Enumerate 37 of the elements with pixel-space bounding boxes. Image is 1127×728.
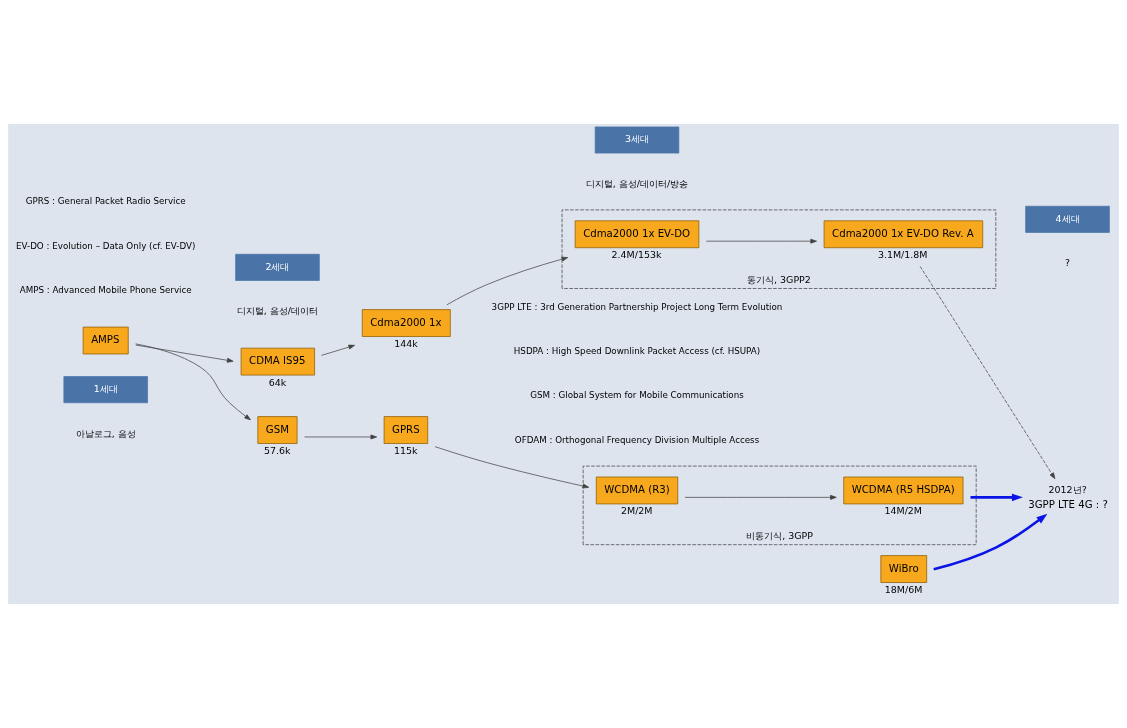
arrow [135,343,251,421]
arrow [446,256,569,306]
arrow [705,238,817,244]
arrow [434,446,590,489]
arrow [135,344,234,363]
node-label: 2.4M/153k [611,249,662,261]
arrow [304,434,378,440]
label: 아날로그, 음성 [75,427,136,439]
label: AMPS : Advanced Mobile Phone Service [19,284,192,295]
label: 2세대 [265,260,290,272]
label: 디지털, 음성/데이터/방송 [585,177,689,189]
label: 4세대 [1055,212,1080,224]
arrow [919,266,1056,480]
label: 3GPP LTE : 3rd Generation Partnership Project Long Term Evolution [491,301,783,312]
label: HSDPA : High Speed Downlink Packet Access (cf. HSUPA) [513,346,761,357]
node-label: 115k [393,445,418,456]
arrow [970,493,1023,502]
node-label: 2M/2M [621,505,653,517]
node-label: 57.6k [264,445,291,456]
node-label: 64k [268,376,287,388]
label: ? [1065,257,1071,269]
arrow [321,344,355,356]
label: GSM : Global System for Mobile Communications [530,390,744,401]
label: EV-DO : Evolution – Data Only (cf. EV-DV) [16,240,196,251]
node-label: 18M/6M [884,584,923,596]
node-text: 3GPP LTE 4G : ? [1028,498,1108,510]
node-label: 14M/2M [884,505,923,517]
label: OFDAM : Orthogonal Frequency Division Multiple Access [514,434,760,445]
arrow [933,513,1048,571]
arrow [684,494,837,500]
node-label: 3.1M/1.8M [877,249,928,261]
label: 디지털, 음성/데이터 [236,305,319,317]
node-label: 144k [394,338,418,350]
label: GPRS : General Packet Radio Service [25,196,186,207]
label: 3세대 [625,133,650,145]
node-label: 2012년? [1048,483,1087,495]
label: 1세대 [93,383,118,395]
